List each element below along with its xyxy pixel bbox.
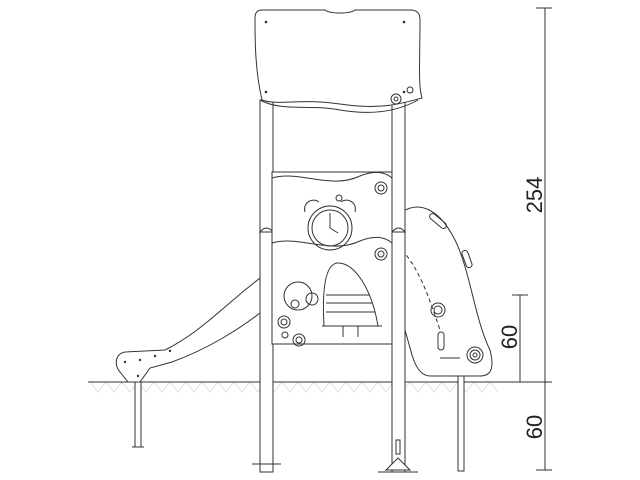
straight-slide (115, 268, 271, 448)
spiral-slide (401, 206, 493, 472)
fin-shape (322, 262, 382, 337)
dimension-total-height: 254 (522, 177, 547, 214)
activity-panel (271, 171, 393, 347)
dimension-lines (512, 7, 552, 471)
dimension-foundation-depth: 60 (522, 415, 547, 439)
alarm-clock-icon (304, 194, 356, 251)
gear-cluster-icon (283, 281, 319, 311)
dimension-platform-height: 60 (497, 325, 522, 349)
ground-hatch (89, 381, 499, 393)
roof (254, 9, 423, 113)
